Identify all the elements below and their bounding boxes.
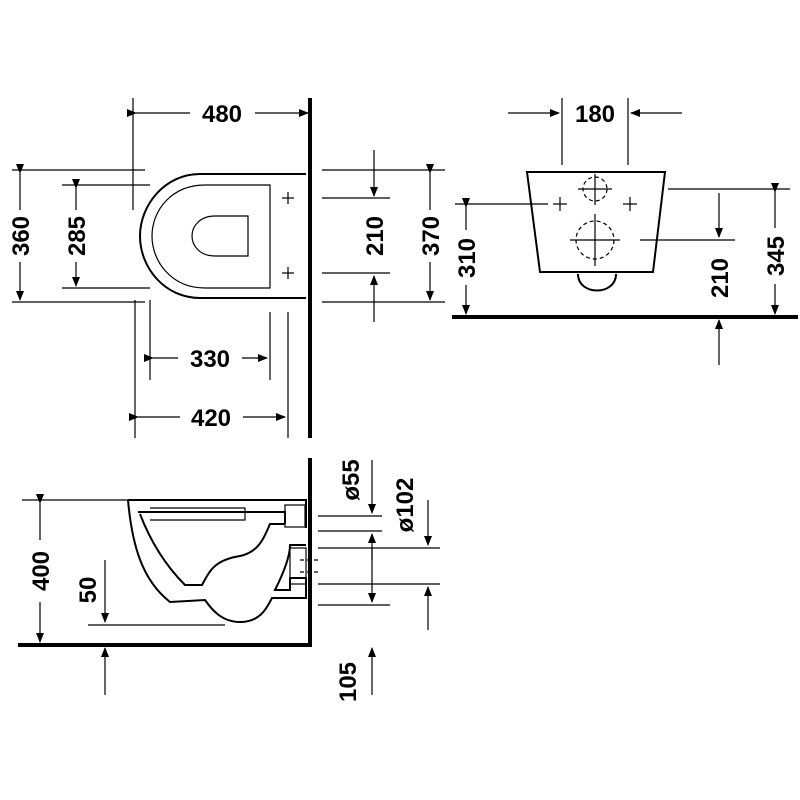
dim-front-width: 180: [575, 101, 615, 128]
dim-top-fix-spacing: 210: [362, 216, 389, 256]
top-view-fixing-mark: [282, 192, 294, 204]
side-view: 400 50 ø55 ø102 105: [18, 458, 440, 702]
dim-front-height-left: 310: [454, 238, 481, 278]
dim-side-offset: 50: [75, 577, 102, 604]
top-view-fixing-mark: [282, 267, 294, 279]
side-view-inlet-connector: [284, 504, 306, 528]
front-view-body-outline: [525, 171, 667, 273]
side-view-rim: [150, 507, 246, 521]
dim-side-pipe-small: ø55: [338, 459, 365, 500]
front-view-outlet: [577, 273, 617, 292]
top-view-seat-outline: [151, 184, 271, 289]
dim-top-overall-length: 420: [191, 405, 231, 432]
dim-top-width: 480: [202, 101, 242, 128]
top-view-bowl-outline: [138, 173, 306, 299]
dim-front-height-right: 345: [763, 236, 790, 276]
dim-top-total: 370: [418, 216, 445, 256]
front-view: 180 310 210 345: [452, 98, 798, 365]
dim-side-floor-gap: 105: [335, 662, 362, 702]
dim-top-inner-length: 330: [190, 346, 230, 373]
dim-side-pipe-large: ø102: [392, 478, 419, 533]
top-view-bowl-opening: [191, 215, 249, 257]
dim-front-fix-height: 210: [707, 258, 734, 298]
dim-top-depth-inner: 285: [64, 216, 91, 256]
dim-side-height: 400: [28, 551, 55, 591]
front-view-fixing-mark: [553, 197, 567, 211]
front-view-fixing-mark: [623, 197, 637, 211]
top-view: 480 360 285 210 370 330: [8, 98, 445, 438]
side-view-outlet-connector: [289, 547, 307, 585]
side-view-bowl-outline: [127, 499, 307, 624]
side-view-bowl-inner: [138, 511, 286, 586]
dim-top-depth-outer: 360: [8, 216, 35, 256]
